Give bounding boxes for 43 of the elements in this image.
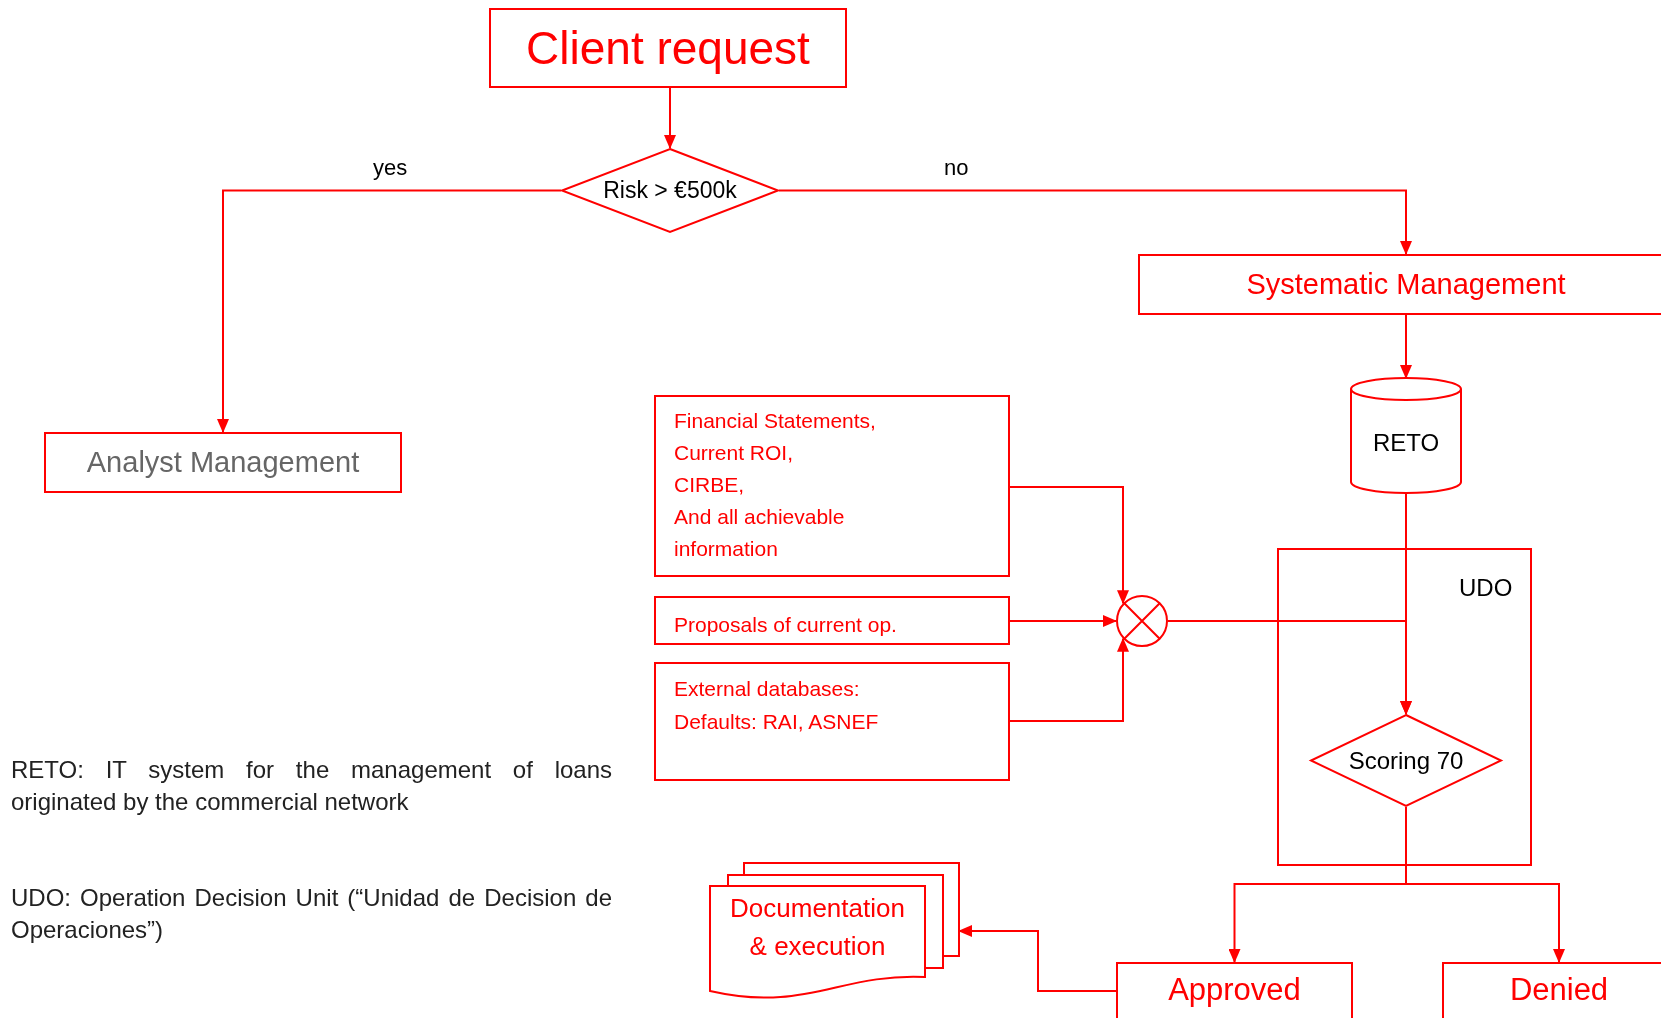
node-text: Client request (526, 21, 810, 75)
node-text: RETO (1372, 428, 1440, 457)
node-text: And all achievable information (674, 504, 846, 562)
node-text: Proposals of current op. (674, 612, 898, 638)
process-box (1116, 962, 1353, 1018)
decision-diamond (561, 148, 779, 233)
arrow (1009, 486, 1129, 605)
node-text: Documentation (730, 892, 905, 925)
node-text: External databases: (674, 676, 861, 702)
arrow (1009, 637, 1129, 722)
arrow (1400, 314, 1412, 379)
node-text: Financial Statements, (674, 408, 877, 434)
group-box (1277, 548, 1532, 866)
node-text: Systematic Management (1246, 268, 1566, 301)
arrow (778, 189, 1412, 255)
input-box (654, 395, 1010, 577)
arrow (1405, 806, 1565, 963)
input-box (654, 662, 1010, 781)
process-box (44, 432, 402, 493)
node-text: Approved (1168, 972, 1301, 1008)
node-text: Current ROI, (674, 440, 795, 466)
arrow (1167, 620, 1412, 715)
node-text: Denied (1509, 972, 1609, 1008)
note-text: RETO: IT system for the management of loans originated by the commercial network (11, 755, 612, 817)
junction-symbol (1116, 595, 1168, 647)
decision-diamond (1310, 714, 1502, 807)
database-cylinder (1350, 378, 1462, 493)
node-text: Risk > €500k (603, 177, 737, 204)
node-text: Analyst Management (86, 446, 360, 479)
arrow (1009, 615, 1117, 627)
node-text: Scoring 70 (1348, 746, 1464, 775)
document-stack (710, 863, 959, 999)
node-text: & execution (749, 930, 886, 963)
arrow (664, 87, 676, 149)
node-text: Defaults: RAI, ASNEF (674, 709, 880, 735)
process-box (489, 8, 847, 88)
arrow (217, 189, 562, 433)
process-box (1442, 962, 1661, 1018)
process-box (1138, 254, 1661, 315)
node-text: UDO (1459, 574, 1514, 602)
note-text: UDO: Operation Decision Unit (“Unidad de Decision de Operaciones”) (11, 883, 612, 945)
node-text: CIRBE, (674, 472, 745, 498)
input-box (654, 596, 1010, 645)
